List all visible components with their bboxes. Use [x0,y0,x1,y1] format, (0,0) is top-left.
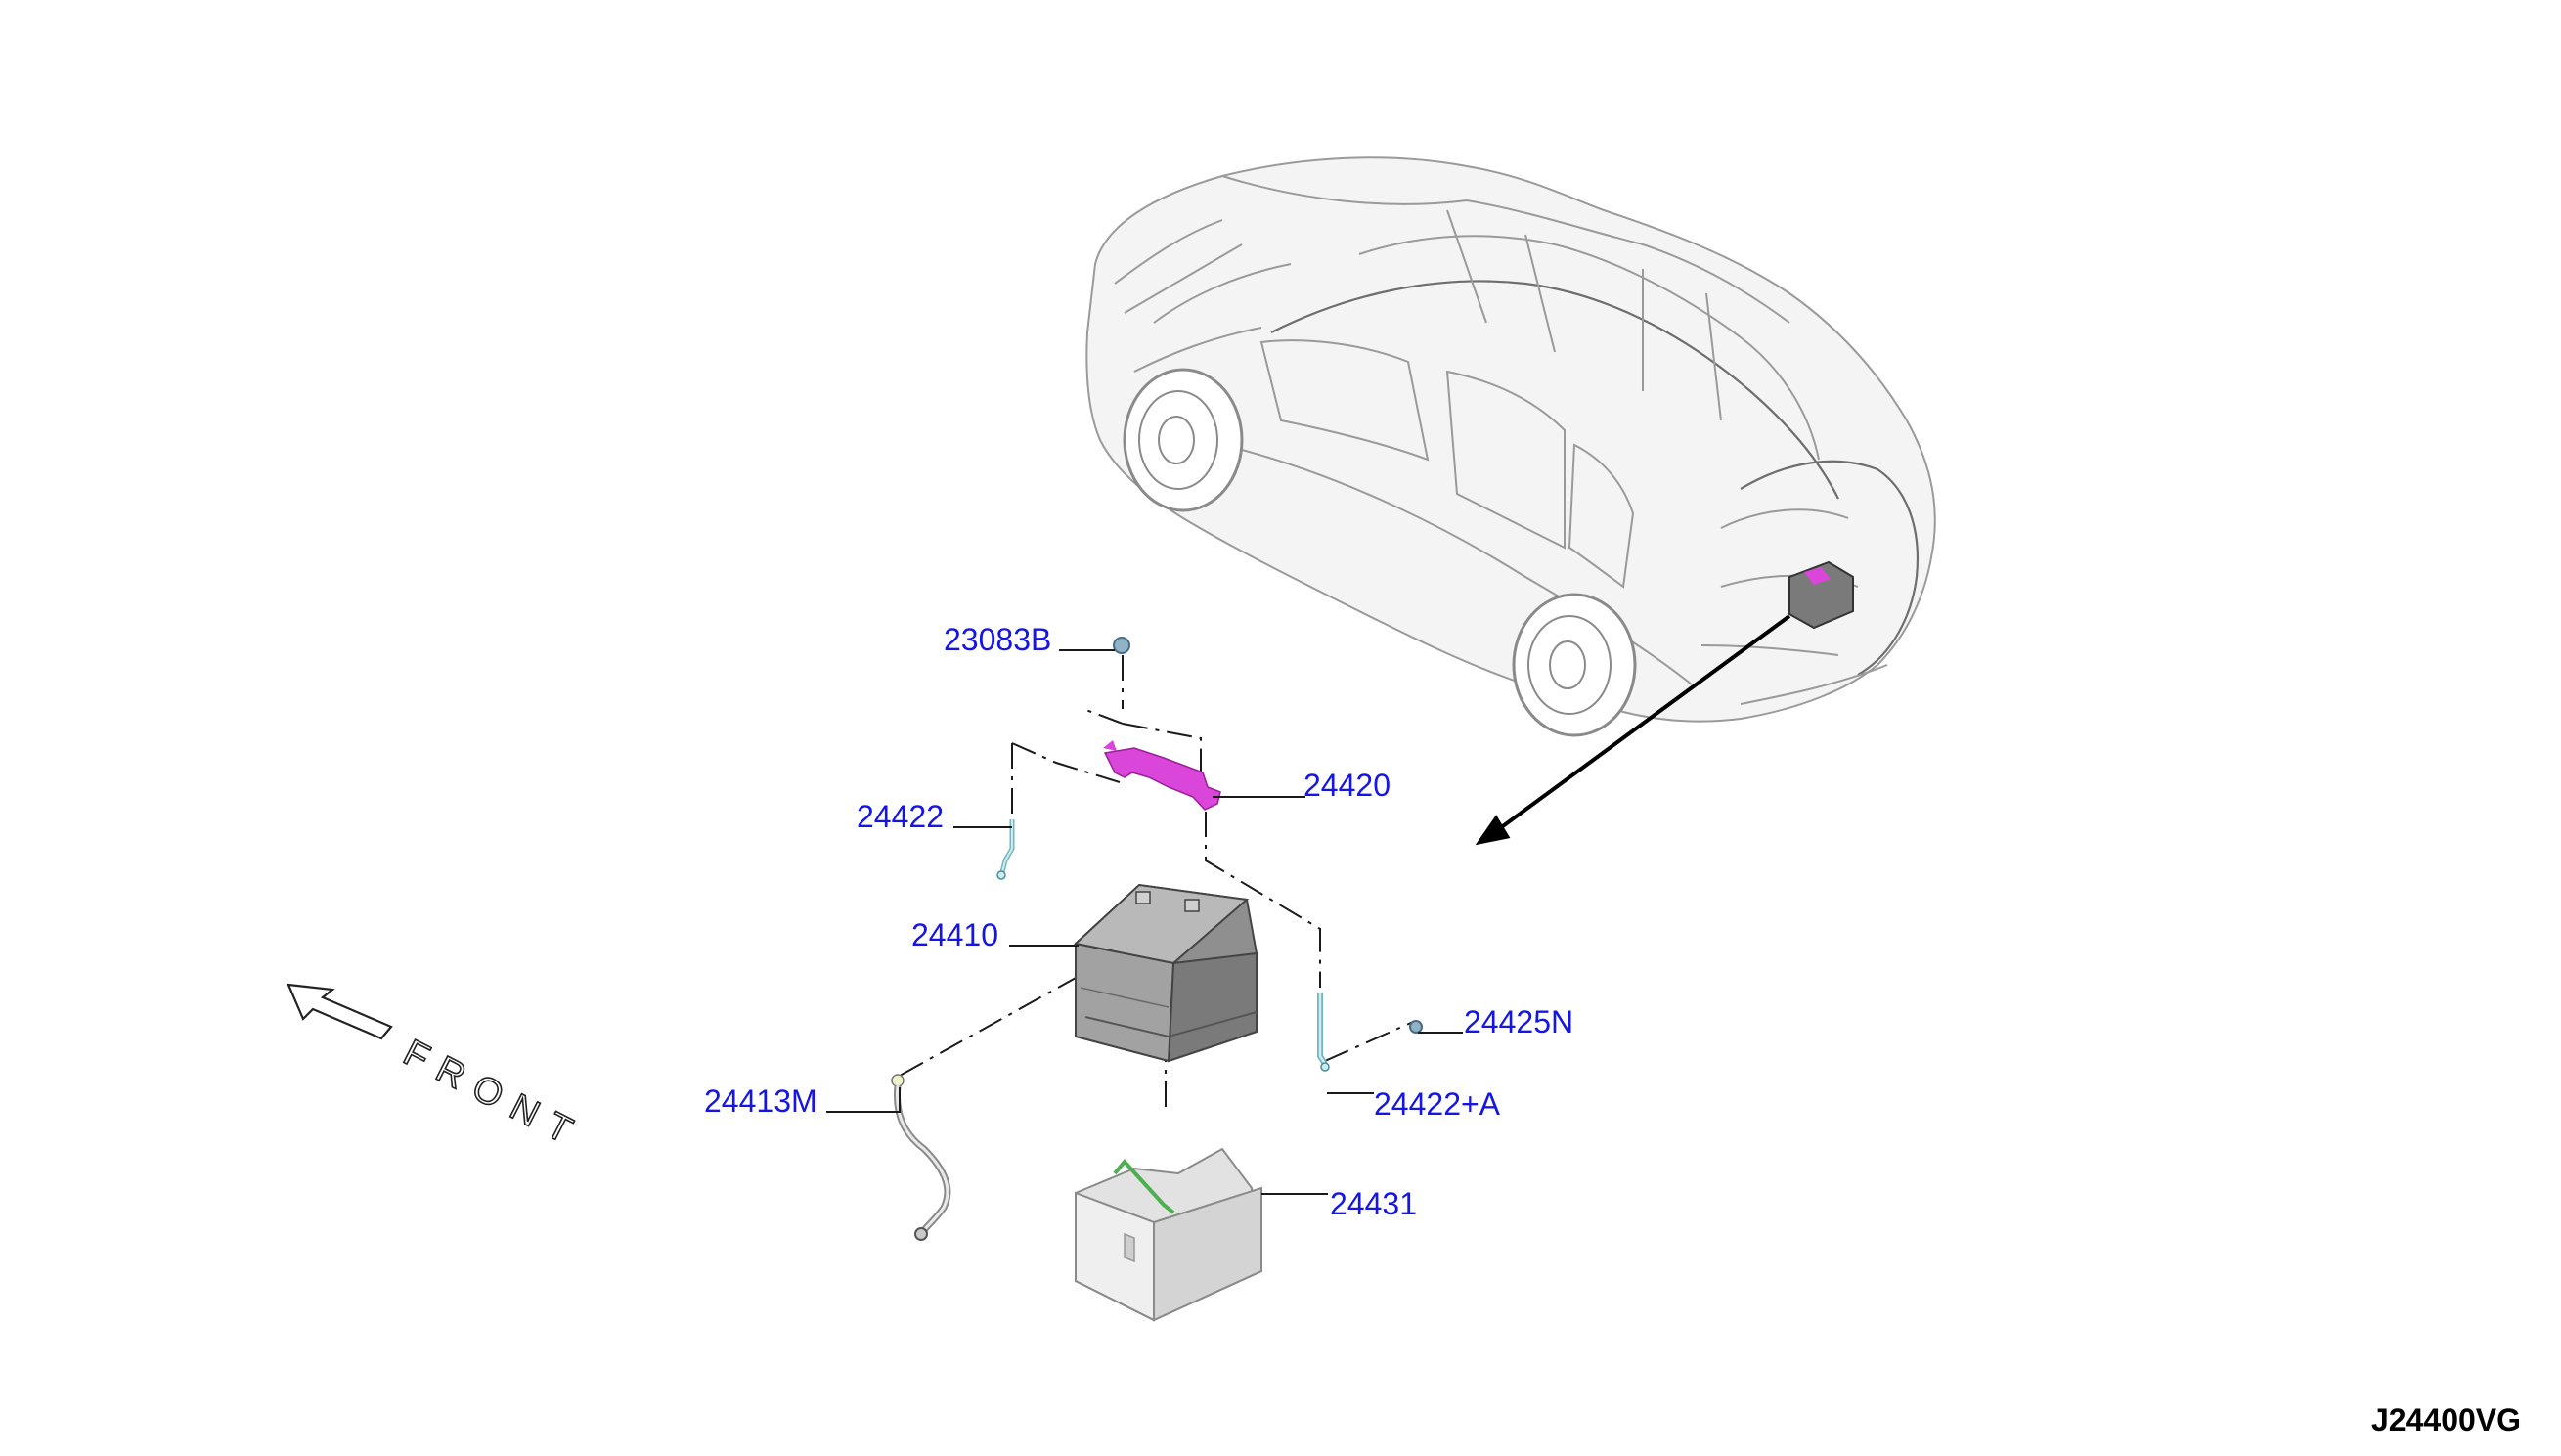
callout-nut: 24425N [1464,1004,1573,1039]
callout-harness: 24413M [704,1083,817,1119]
bolt-part [1113,637,1130,654]
callout-labels: 23083B 24420 24422 24410 24425N 24422+A … [704,622,1573,1221]
callout-holder: 24420 [1303,768,1391,803]
front-label: FRONT [397,1033,591,1159]
leader-lines [826,649,1463,1195]
battery-location-marker [1788,560,1854,630]
nut-part [1409,1020,1423,1034]
front-arrow-icon [287,983,393,1040]
callout-tray: 24431 [1330,1186,1417,1221]
battery-part [1073,883,1258,1063]
terminal-cable-right-part [1317,993,1330,1072]
rear-wheel [1512,593,1637,737]
battery-tray-part [1075,1147,1263,1322]
car-overview [1085,156,1936,737]
ground-harness-part [891,1074,951,1241]
callout-battery: 24410 [911,917,998,952]
callout-cable-right: 24422+A [1374,1086,1501,1122]
callout-cable-left: 24422 [857,799,944,834]
diagram-id: J24400VG [2371,1402,2521,1437]
direction-arrow-icon [1475,614,1791,846]
battery-holder-part [1103,740,1221,811]
front-indicator: FRONT [287,983,592,1159]
terminal-cable-left-part [996,819,1015,880]
callout-bolt: 23083B [944,622,1051,657]
front-wheel [1123,368,1244,512]
